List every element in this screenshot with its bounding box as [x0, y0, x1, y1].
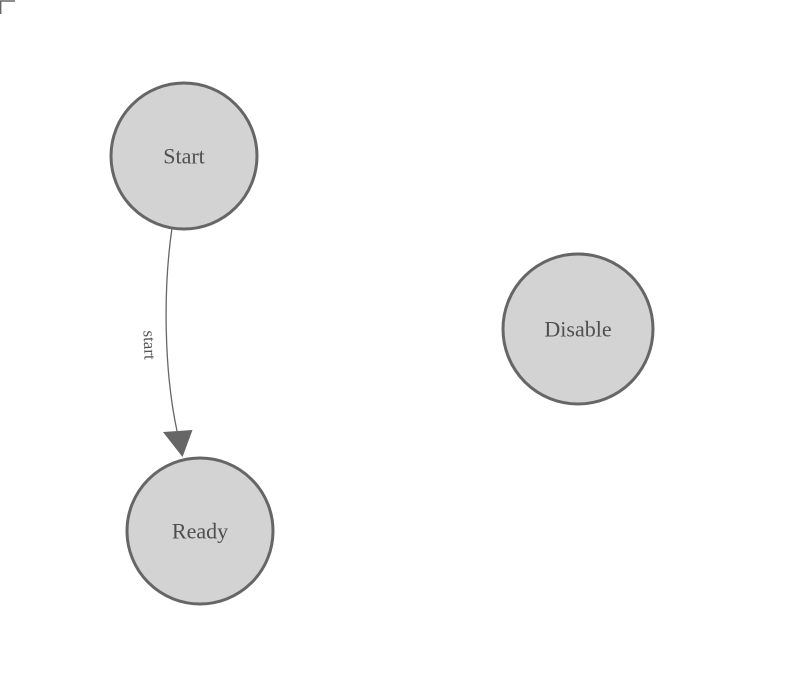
node-start-circle[interactable]: [109, 81, 259, 231]
edge-path[interactable]: [165, 227, 178, 432]
node-ready-circle[interactable]: [125, 456, 275, 606]
canvas-corner-mark: [0, 0, 15, 14]
edge-label: start: [140, 330, 160, 360]
edge-start-to-ready[interactable]: start: [140, 227, 193, 457]
node-start[interactable]: Start: [109, 81, 259, 231]
node-disable-circle[interactable]: [501, 252, 655, 406]
node-ready[interactable]: Ready: [125, 456, 275, 606]
edge-arrowhead-icon: [163, 430, 193, 457]
node-disable[interactable]: Disable: [501, 252, 655, 406]
